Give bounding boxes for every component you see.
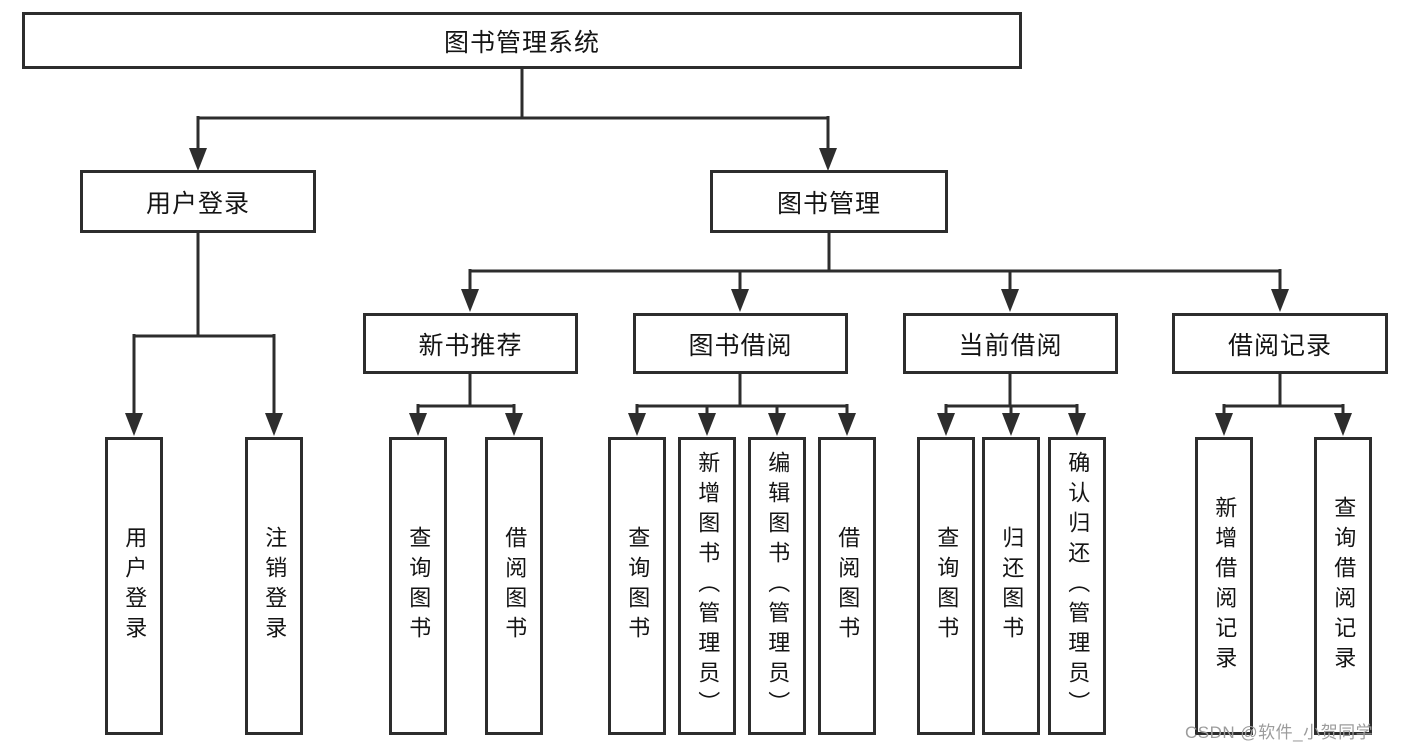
leaf-user-login: 用户登录 (105, 437, 163, 735)
node-label: 归还图书 (999, 526, 1025, 646)
leaf-return-books: 归还图书 (982, 437, 1040, 735)
node-label: 注销登录 (262, 526, 288, 646)
node-label: 用户登录 (122, 526, 148, 646)
node-label: 图书借阅 (688, 331, 793, 360)
csdn-watermark: CSDN @软件_小贺同学 (1185, 723, 1374, 742)
node-label: 当前借阅 (958, 331, 1063, 360)
leaf-edit-books-admin: 编辑图书（管理员） (748, 437, 806, 735)
node-label: 查询图书 (406, 526, 432, 646)
node-user-login: 用户登录 (80, 170, 316, 233)
node-label: 编辑图书（管理员） (765, 451, 791, 721)
leaf-query-books-recommend: 查询图书 (389, 437, 447, 735)
node-new-book-recommend: 新书推荐 (363, 313, 578, 374)
node-label: 图书管理 (776, 189, 881, 218)
node-label: 借阅记录 (1227, 331, 1332, 360)
node-label: 新增借阅记录 (1212, 496, 1238, 676)
node-label: 确认归还（管理员） (1065, 451, 1091, 721)
leaf-query-books-borrow: 查询图书 (608, 437, 666, 735)
node-label: 用户登录 (145, 189, 250, 218)
node-label: 查询借阅记录 (1331, 496, 1357, 676)
leaf-query-borrow-record: 查询借阅记录 (1314, 437, 1372, 735)
leaf-borrow-books: 借阅图书 (818, 437, 876, 735)
leaf-borrow-books-recommend: 借阅图书 (485, 437, 543, 735)
node-library-management-system: 图书管理系统 (22, 12, 1022, 69)
node-label: 新增图书（管理员） (695, 451, 721, 721)
node-book-management: 图书管理 (710, 170, 948, 233)
node-borrow-records: 借阅记录 (1172, 313, 1388, 374)
node-book-borrow: 图书借阅 (633, 313, 848, 374)
leaf-add-books-admin: 新增图书（管理员） (678, 437, 736, 735)
leaf-confirm-return-admin: 确认归还（管理员） (1048, 437, 1106, 735)
leaf-add-borrow-record: 新增借阅记录 (1195, 437, 1253, 735)
node-label: 查询图书 (625, 526, 651, 646)
leaf-query-books-current: 查询图书 (917, 437, 975, 735)
node-current-borrow: 当前借阅 (903, 313, 1118, 374)
node-label: 查询图书 (934, 526, 960, 646)
node-label: 借阅图书 (835, 526, 861, 646)
leaf-logout: 注销登录 (245, 437, 303, 735)
node-label: 图书管理系统 (443, 28, 600, 57)
node-label: 新书推荐 (418, 331, 523, 360)
node-label: 借阅图书 (502, 526, 528, 646)
